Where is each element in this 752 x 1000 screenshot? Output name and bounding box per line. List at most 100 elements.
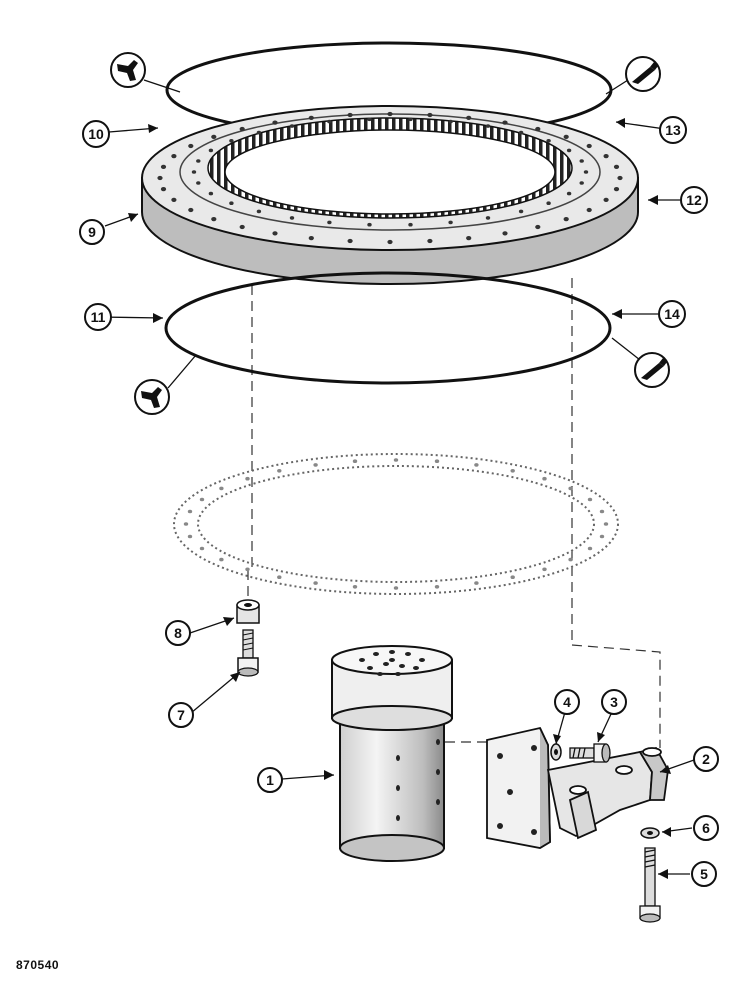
bolt-hole bbox=[613, 164, 620, 169]
flange-hole bbox=[510, 575, 515, 579]
port-hole bbox=[383, 662, 389, 666]
callouts: 1 2 3 4 5 6 7 8 9 10 11 12 13 14 bbox=[79, 116, 719, 887]
document-code: 870540 bbox=[16, 958, 60, 972]
bolt-hole bbox=[171, 154, 177, 159]
bolt-hole bbox=[188, 207, 194, 213]
port-hole bbox=[405, 652, 411, 656]
flange-hole bbox=[542, 567, 547, 572]
flange-hole bbox=[187, 509, 193, 514]
flange-hole bbox=[434, 459, 440, 464]
bolt-hole bbox=[485, 124, 491, 128]
bolt-hole bbox=[485, 216, 491, 220]
bolt-hole bbox=[160, 187, 167, 192]
bolt-hole bbox=[289, 216, 295, 220]
bolt-hole bbox=[327, 220, 332, 225]
bolt-hole bbox=[466, 236, 472, 241]
svg-text:5: 5 bbox=[700, 866, 708, 882]
svg-text:10: 10 bbox=[88, 126, 104, 142]
alignment-lines bbox=[247, 278, 661, 748]
flange-hole bbox=[568, 557, 573, 562]
bolt-hole bbox=[211, 217, 217, 222]
leader-arrowheads bbox=[128, 118, 671, 879]
port-hole bbox=[367, 666, 373, 670]
svg-text:11: 11 bbox=[91, 309, 106, 325]
bolt-hole bbox=[566, 148, 572, 153]
grease-gun-icon bbox=[110, 52, 146, 88]
svg-text:4: 4 bbox=[563, 694, 571, 710]
bolt-hole bbox=[408, 117, 413, 122]
callout-3: 3 bbox=[601, 689, 627, 715]
sealant-tube-icon bbox=[625, 56, 661, 92]
flange-hole bbox=[277, 575, 282, 579]
flange-hole bbox=[199, 546, 205, 551]
bolt-hole bbox=[617, 175, 623, 181]
svg-text:9: 9 bbox=[88, 224, 96, 240]
flange-hole bbox=[599, 509, 605, 514]
port-hole bbox=[399, 664, 405, 668]
bolt-hole bbox=[367, 222, 372, 227]
flange-hole bbox=[474, 463, 479, 467]
bolt-hole bbox=[518, 209, 524, 214]
bolt-hole bbox=[196, 181, 201, 185]
flange-hole bbox=[313, 463, 318, 467]
bolt-hole bbox=[208, 191, 214, 196]
bolt-hole bbox=[448, 119, 453, 124]
spacer bbox=[236, 599, 260, 624]
bolt-hole bbox=[327, 119, 332, 124]
callout-5: 5 bbox=[691, 861, 717, 887]
bolt-hole bbox=[603, 154, 609, 159]
flange-hole bbox=[313, 581, 318, 585]
flange-hole bbox=[542, 476, 547, 481]
svg-text:3: 3 bbox=[610, 694, 618, 710]
flange-hole bbox=[474, 581, 479, 585]
port-hole bbox=[389, 650, 395, 654]
bolt-hole bbox=[586, 207, 592, 213]
bolt-hole bbox=[387, 111, 393, 117]
callout-7: 7 bbox=[168, 702, 194, 728]
bolt-hole bbox=[208, 148, 214, 153]
callout-6: 6 bbox=[693, 815, 719, 841]
bolt-hole bbox=[256, 130, 262, 135]
mounting-bracket bbox=[486, 726, 669, 849]
flange-hole bbox=[352, 459, 358, 464]
swivel-housing bbox=[331, 645, 453, 862]
bolt-hole bbox=[427, 238, 433, 244]
bolt-hole bbox=[256, 209, 262, 214]
flange-hole bbox=[599, 534, 605, 539]
washer-lower bbox=[640, 827, 660, 839]
bolt-hole bbox=[603, 197, 609, 202]
callout-14: 14 bbox=[658, 300, 686, 328]
port-hole bbox=[359, 658, 365, 662]
bolt-hole bbox=[586, 143, 592, 149]
flange-hole bbox=[183, 522, 189, 526]
callout-8: 8 bbox=[165, 620, 191, 646]
callout-11: 11 bbox=[84, 303, 112, 331]
flange-hole bbox=[587, 546, 593, 551]
bolt-hole bbox=[546, 201, 551, 205]
svg-text:2: 2 bbox=[702, 751, 710, 767]
callout-13: 13 bbox=[659, 116, 687, 144]
bolt-hole bbox=[535, 126, 541, 132]
flange-hole bbox=[199, 497, 205, 502]
flange-hole bbox=[245, 476, 250, 481]
bolt-hole bbox=[188, 143, 194, 149]
bolt-hole bbox=[518, 130, 524, 135]
bolt-hole bbox=[196, 159, 201, 163]
bolt-hole bbox=[160, 164, 167, 169]
bolt-hole bbox=[502, 231, 508, 236]
svg-text:8: 8 bbox=[174, 625, 182, 641]
flange-hole bbox=[393, 458, 399, 462]
port-hole bbox=[395, 672, 401, 676]
bolt-hole bbox=[157, 175, 163, 181]
bolt-hole bbox=[566, 191, 572, 196]
lower-seal-ring bbox=[164, 271, 612, 385]
port-hole bbox=[389, 658, 395, 662]
cap-screw bbox=[237, 629, 259, 677]
port-hole bbox=[413, 666, 419, 670]
flange-hole bbox=[277, 469, 282, 473]
bolt-hole bbox=[229, 139, 234, 143]
bolt-hole bbox=[408, 222, 413, 227]
bolt-hole bbox=[308, 115, 314, 120]
flange-bolt-holes bbox=[183, 458, 609, 590]
